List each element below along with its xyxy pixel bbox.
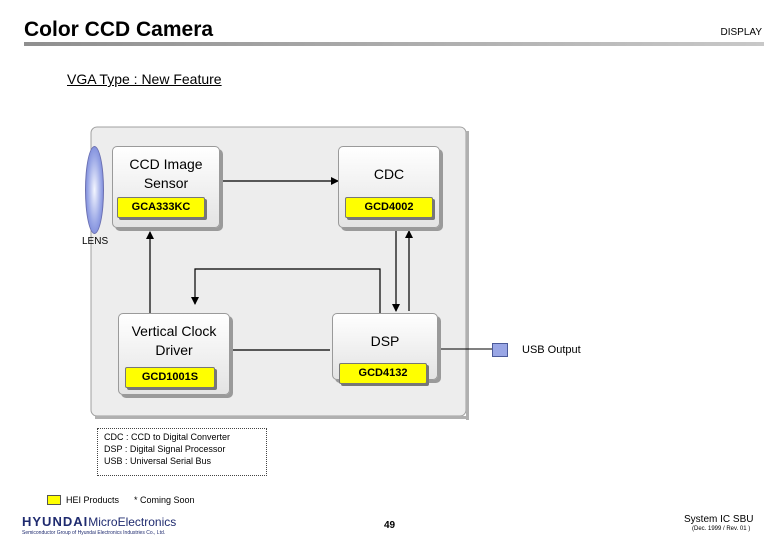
- abbreviation-legend: CDC : CCD to Digital Converter DSP : Dig…: [97, 428, 267, 476]
- logo-tagline: Semiconductor Group of Hyundai Electroni…: [22, 530, 166, 536]
- abbreviation-item: CDC : CCD to Digital Converter: [104, 432, 231, 442]
- abbreviation-item: DSP : Digital Signal Processor: [104, 444, 226, 454]
- block-name: CCD Image Sensor: [129, 156, 203, 191]
- company-logo: HYUNDAIMicroElectronics: [22, 514, 176, 529]
- dsp-block: DSP GCD4132: [332, 313, 438, 384]
- coming-soon-note: * Coming Soon: [134, 495, 195, 505]
- system-board-shadow: [466, 131, 469, 420]
- slide-subtitle: VGA Type : New Feature: [67, 71, 222, 87]
- logo-division: MicroElectronics: [88, 515, 177, 529]
- cdc-block: CDC GCD4002: [338, 146, 440, 228]
- section-label: DISPLAY: [720, 27, 763, 38]
- vertical-clock-driver-block: Vertical Clock Driver GCD1001S: [118, 313, 230, 395]
- page-number: 49: [384, 520, 396, 531]
- title-rule: [24, 42, 764, 46]
- system-board-shadow-bottom: [95, 416, 469, 419]
- page-title: Color CCD Camera: [24, 18, 214, 41]
- usb-output-label: USB Output: [522, 344, 581, 356]
- ccd-image-sensor-block: CCD Image Sensor GCA333KC: [112, 146, 220, 228]
- lens-label: LENS: [82, 236, 109, 247]
- chip-label: GCD4132: [339, 363, 427, 384]
- hei-color-swatch: [47, 495, 61, 505]
- block-name: Vertical Clock Driver: [131, 323, 217, 358]
- business-unit: System IC SBU: [684, 514, 754, 525]
- usb-port-icon: [492, 343, 508, 357]
- chip-label: GCD4002: [345, 197, 433, 218]
- revision-date: (Dec. 1999 / Rev. 01 ): [692, 526, 751, 532]
- chip-label: GCD1001S: [125, 367, 215, 388]
- lens-icon: [85, 146, 104, 234]
- block-name: DSP: [370, 333, 400, 349]
- chip-label: GCA333KC: [117, 197, 205, 218]
- block-name: CDC: [373, 166, 405, 182]
- hei-products-label: HEI Products: [66, 495, 120, 505]
- wire-dsp-to-vcd-control: [191, 268, 381, 313]
- logo-company: HYUNDAI: [22, 514, 89, 529]
- abbreviation-item: USB : Universal Serial Bus: [104, 456, 212, 466]
